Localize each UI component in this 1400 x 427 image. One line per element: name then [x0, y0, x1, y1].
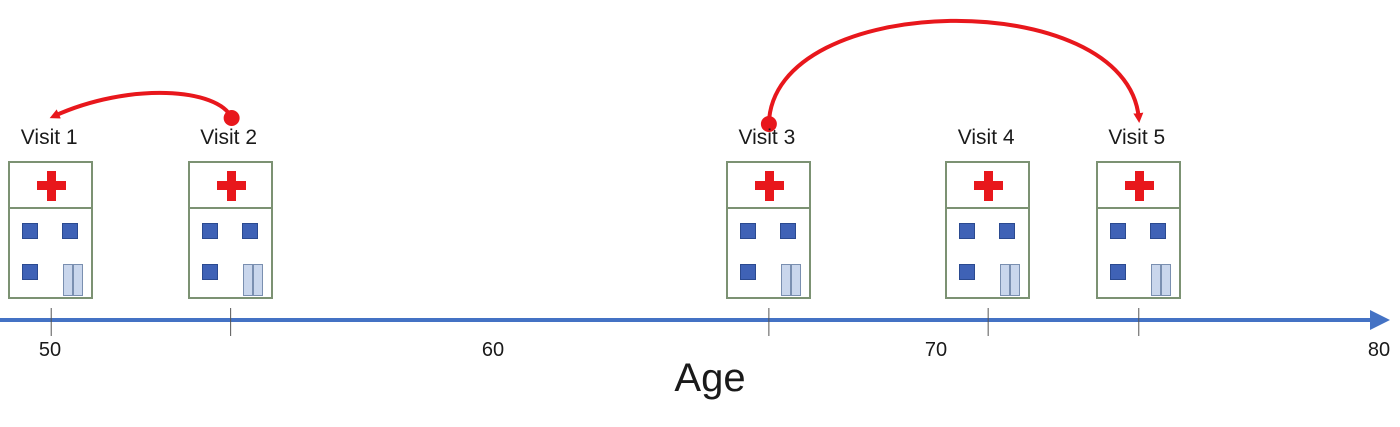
door	[1000, 264, 1021, 296]
hospital-sign	[947, 163, 1029, 209]
hospital-icon	[187, 161, 273, 299]
window	[1109, 223, 1126, 239]
red-cross-icon	[754, 181, 784, 190]
window	[201, 223, 218, 239]
arrow-origin-dot	[223, 110, 240, 126]
tick-label-60: 60	[481, 339, 505, 361]
red-cross-icon	[1124, 181, 1154, 190]
window	[22, 264, 39, 280]
window	[241, 223, 258, 239]
hospital-icon	[8, 161, 94, 299]
window	[22, 223, 39, 239]
visit-label: Visit 2	[200, 126, 258, 149]
hospital-sign	[189, 163, 271, 209]
window	[1109, 264, 1126, 280]
door	[63, 264, 84, 296]
visit-label: Visit 1	[20, 126, 78, 149]
window	[1149, 223, 1166, 239]
tick-label-70: 70	[924, 339, 948, 361]
window	[739, 264, 756, 280]
hospital-sign	[10, 163, 92, 209]
window	[201, 264, 218, 280]
window	[959, 264, 976, 280]
visit-label: Visit 3	[738, 126, 796, 149]
axis-arrowhead	[1370, 310, 1390, 330]
red-cross-icon	[216, 181, 246, 190]
door	[1150, 264, 1171, 296]
visit-label: Visit 5	[1108, 126, 1166, 149]
hospital-sign	[727, 163, 809, 209]
visit-ticks	[50, 308, 1140, 336]
tick-label-50: 50	[38, 339, 62, 361]
tick-label-80: 80	[1367, 339, 1391, 361]
axis-title: Age	[674, 356, 746, 400]
red-cross-icon	[974, 181, 1004, 190]
door	[780, 264, 801, 296]
transfer-arrows	[49, 18, 1144, 132]
visit-label: Visit 4	[957, 126, 1015, 149]
transfer-arrow	[49, 90, 234, 119]
red-cross-icon	[37, 181, 67, 190]
window	[999, 223, 1016, 239]
hospital-icon	[725, 161, 811, 299]
window	[739, 223, 756, 239]
door	[242, 264, 263, 296]
window	[62, 223, 79, 239]
hospital-icon	[945, 161, 1031, 299]
window	[959, 223, 976, 239]
age-axis	[0, 310, 1390, 330]
hospital-icon	[1095, 161, 1181, 299]
arrow-origin-dot	[760, 116, 777, 132]
window	[779, 223, 796, 239]
transfer-arrow	[766, 18, 1144, 125]
hospital-sign	[1097, 163, 1179, 209]
